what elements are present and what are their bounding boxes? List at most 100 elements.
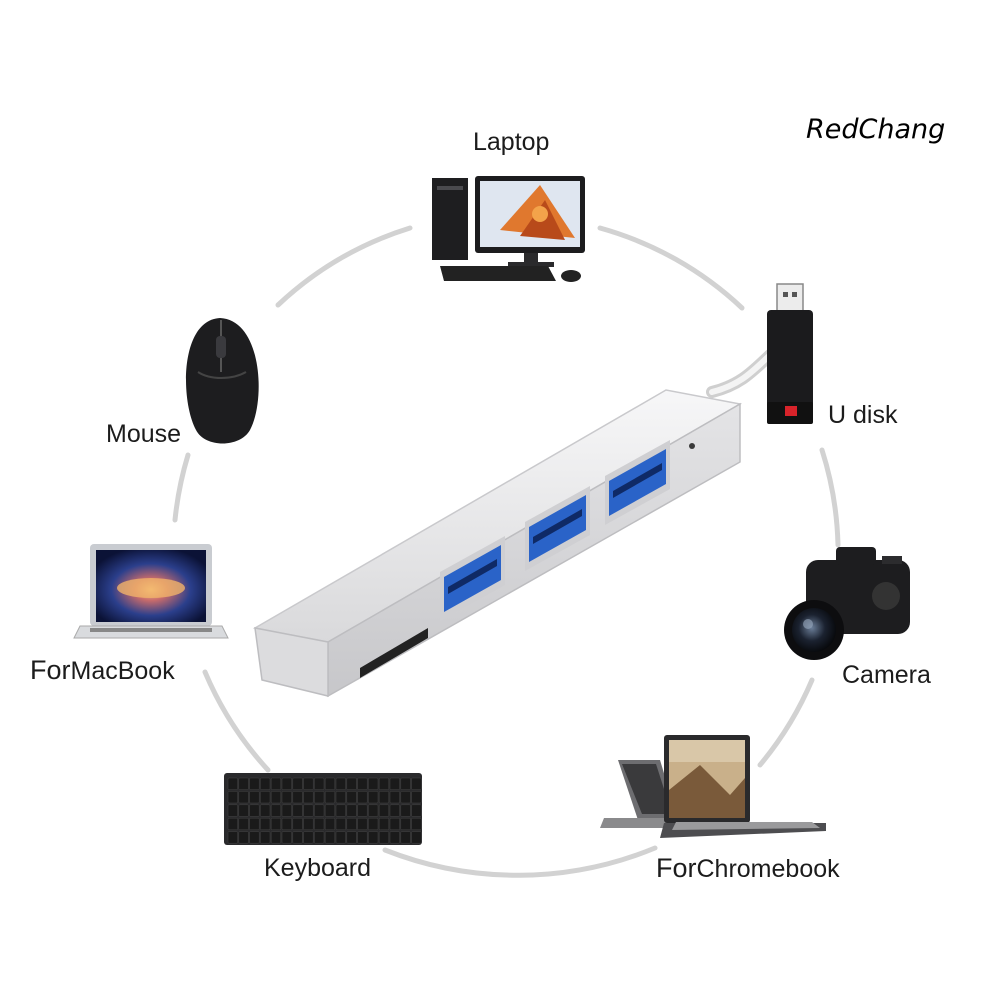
label-chromebook-name: Chromebook (696, 855, 840, 883)
keyboard-key (378, 791, 390, 804)
keyboard-key (270, 804, 282, 817)
keyboard-key (335, 777, 346, 790)
mouse-icon (186, 318, 259, 444)
keyboard-key (303, 804, 314, 817)
keyboard-key (227, 817, 238, 831)
keyboard-key (303, 777, 314, 790)
hub-top (252, 389, 743, 643)
keyboard-key (260, 831, 271, 844)
ring-arc (172, 452, 191, 523)
keyboard-key (238, 817, 249, 831)
keyboard-key (389, 831, 400, 844)
keyboard-key (314, 804, 325, 817)
keyboard-key (411, 791, 422, 804)
keyboard-key (238, 791, 249, 804)
keyboard-key (270, 791, 282, 804)
label-camera: Camera (842, 661, 931, 689)
ring-arc (597, 225, 745, 311)
brand-watermark: RedChang (806, 114, 946, 145)
keyboard-key (378, 831, 390, 844)
keyboard-key (411, 777, 422, 790)
keyboard-key (324, 831, 336, 844)
keyboard-key (378, 804, 390, 817)
keyboard-key (346, 791, 357, 804)
keyboard-key (314, 777, 325, 790)
label-keyboard: Keyboard (264, 854, 372, 882)
keyboard-key (227, 791, 238, 804)
keyboard-key (346, 831, 357, 844)
keyboard-icon (224, 773, 422, 845)
keyboard-key (368, 777, 379, 790)
keyboard-key (357, 831, 368, 844)
keyboard-key (303, 831, 314, 844)
keyboard-key (389, 777, 400, 790)
keyboard-key (378, 777, 390, 790)
keyboard-key (411, 817, 422, 831)
keyboard-key (357, 804, 368, 817)
keyboard-key (378, 817, 390, 831)
keyboard-key (238, 777, 249, 790)
keyboard-key (389, 791, 400, 804)
keyboard-key (335, 831, 346, 844)
label-laptop: Laptop (473, 128, 550, 156)
keyboard-key (335, 817, 346, 831)
label-chromebook-prefix: For (656, 853, 697, 883)
label-chromebook: ForChromebook (656, 855, 840, 882)
keyboard-key (227, 777, 238, 790)
keyboard-key (400, 777, 411, 790)
keyboard-key (411, 804, 422, 817)
keyboard-key (357, 791, 368, 804)
usb-port (605, 440, 670, 525)
keyboard-key (292, 804, 303, 817)
keyboard-key (368, 791, 379, 804)
keyboard-key (324, 777, 336, 790)
keyboard-key (260, 804, 271, 817)
keyboard-key (346, 817, 357, 831)
connection-ring (172, 225, 841, 878)
keyboard-key (260, 817, 271, 831)
keyboard-key (324, 791, 336, 804)
keyboard-key (400, 817, 411, 831)
keyboard-key (324, 804, 336, 817)
keyboard-key (249, 791, 260, 804)
card-slot (360, 628, 428, 678)
keyboard-key (292, 817, 303, 831)
camera-icon (784, 547, 910, 660)
keyboard-key (260, 791, 271, 804)
keyboard-key (227, 804, 238, 817)
keyboard-key (249, 777, 260, 790)
keyboard-key (400, 831, 411, 844)
keyboard-key (281, 817, 292, 831)
label-u-disk: U disk (828, 401, 898, 429)
keyboard-key (249, 804, 260, 817)
keyboard-key (335, 804, 346, 817)
keyboard-key (249, 817, 260, 831)
hub-end (254, 627, 329, 697)
keyboard-key (303, 817, 314, 831)
keyboard-key (292, 777, 303, 790)
usb-port (440, 536, 505, 621)
ring-arc (382, 845, 658, 878)
keyboard-key (368, 831, 379, 844)
keyboard-key (368, 817, 379, 831)
keyboard-key (281, 804, 292, 817)
keyboard-key (281, 831, 292, 844)
ring-arc (275, 225, 413, 308)
keyboard-key (314, 817, 325, 831)
keyboard-key (346, 804, 357, 817)
keyboard-key (368, 804, 379, 817)
keyboard-key (303, 791, 314, 804)
label-macbook-prefix: For (30, 655, 71, 685)
keyboard-key (270, 831, 282, 844)
keyboard-key (357, 777, 368, 790)
keyboard-key (357, 817, 368, 831)
keyboard-key (270, 817, 282, 831)
keyboard-key (400, 791, 411, 804)
usb-hub (252, 389, 743, 698)
macbook-icon (73, 544, 229, 639)
usb-flash-drive-icon (767, 283, 813, 424)
keyboard-key (335, 791, 346, 804)
ring-arc (819, 447, 841, 548)
